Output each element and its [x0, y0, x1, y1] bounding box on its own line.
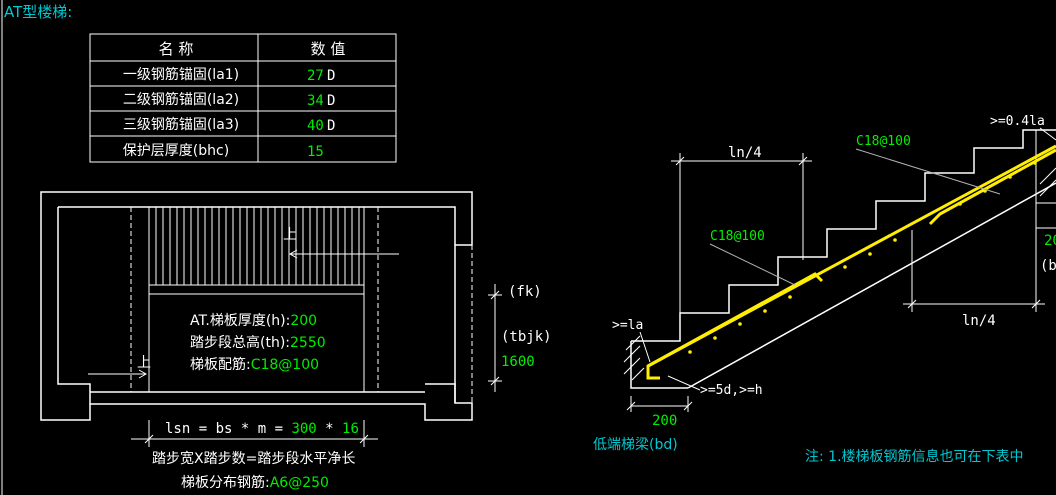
ln4-bottom: ln/4 [962, 313, 996, 329]
anchor-table [89, 33, 397, 163]
rebar-label-top[interactable]: C18@100 [856, 134, 911, 149]
ln4-top-dim [671, 153, 812, 313]
stair-treads [148, 207, 365, 392]
dim-fk: (fk) [508, 284, 542, 300]
table-row-name: 三级钢筋锚固(la3) [123, 116, 239, 133]
up-label-bottom: 上 [137, 355, 151, 371]
rebar-label: 梯板配筋:C18@100 [190, 356, 319, 373]
lsn-bs[interactable]: 300 [291, 421, 316, 437]
rebar-label-mid[interactable]: C18@100 [710, 229, 765, 244]
height-label: 踏步段总高(th):2550 [190, 334, 326, 351]
up-arrow-top [288, 249, 399, 259]
dim-200-bottom[interactable]: 200 [652, 413, 677, 429]
low-beam [630, 341, 688, 389]
stair-section: ln/4 ln/4 C18@100 C18@100 >=0.4la >=la >… [593, 114, 1056, 465]
lsn-m[interactable]: 16 [342, 421, 359, 437]
main-rebar [646, 144, 1056, 380]
plan-horizontal-dim [131, 420, 378, 447]
up-arrow-bottom [88, 369, 148, 379]
table-row-value[interactable]: 40 [307, 118, 324, 134]
up-label-top: 上 [283, 227, 297, 243]
lsn-formula: lsn = bs * m = 300 * 16 [165, 421, 359, 437]
b-right: (b [1040, 258, 1056, 274]
rebar-value[interactable]: C18@100 [251, 357, 319, 373]
table-row-unit: D [327, 68, 335, 84]
ln4-bottom-dim [903, 203, 1045, 312]
table-header-name: 名 称 [159, 40, 194, 58]
distribution-label: 梯板分布钢筋:A6@250 [181, 474, 329, 491]
anchor-top-leader [1039, 127, 1056, 141]
table-header-value: 数 值 [311, 40, 346, 58]
page-title: AT型楼梯: [4, 3, 72, 21]
anchor-left: >=la [612, 318, 643, 333]
table-row-name: 一级钢筋锚固(la1) [123, 66, 239, 83]
dim-200-right[interactable]: 20 [1044, 233, 1056, 249]
dim-tbjk: (tbjk) [501, 329, 552, 345]
table-row-name: 二级钢筋锚固(la2) [123, 91, 239, 108]
table-row-value[interactable]: 27 [307, 68, 324, 84]
table-row-value[interactable]: 34 [307, 93, 324, 109]
rebar-leader-top [855, 148, 1001, 195]
table-row-value[interactable]: 15 [307, 144, 324, 160]
anchor-left-leader [639, 331, 651, 363]
beam-width-dim [626, 396, 693, 412]
table-row-unit: D [327, 93, 335, 109]
dim-1600[interactable]: 1600 [501, 354, 535, 370]
note-text: 注: 1.楼梯板钢筋信息也可在下表中 [805, 448, 1024, 465]
table-row-unit: D [327, 118, 335, 134]
distribution-value[interactable]: A6@250 [270, 475, 329, 491]
low-beam-label: 低端梯梁(bd) [593, 437, 678, 453]
anchor-top: >=0.4la [990, 114, 1045, 129]
top-rebar-high [928, 148, 1056, 226]
ln4-top: ln/4 [728, 145, 762, 161]
thickness-label: AT.梯板厚度(h):200 [190, 313, 317, 329]
hook-label: >=5d,>=h [700, 383, 763, 398]
stair-plan [40, 191, 473, 421]
top-rebar-low [647, 272, 824, 368]
beam-hatch [623, 335, 645, 381]
step-profile [631, 129, 1056, 342]
slab-soffit [687, 182, 1056, 389]
plan-hidden-lines [130, 207, 473, 403]
table-row-name: 保护层厚度(bhc) [123, 143, 229, 159]
hook-leader [667, 375, 701, 391]
formula-caption: 踏步宽X踏步数=踏步段水平净长 [152, 450, 355, 467]
rebar-leader-mid [709, 243, 796, 286]
distribution-dots [688, 161, 1037, 354]
thickness-value[interactable]: 200 [290, 313, 317, 329]
high-beam [1035, 130, 1056, 204]
plan-vertical-dim [488, 284, 502, 392]
height-value[interactable]: 2550 [290, 335, 326, 351]
